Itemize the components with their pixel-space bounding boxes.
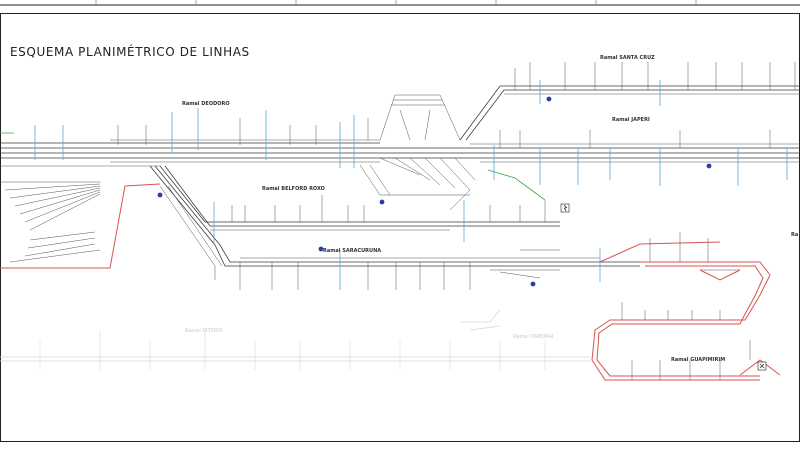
guapimirim-line — [591, 261, 781, 381]
saracuruna-south — [159, 185, 223, 280]
branch-label-belford-roxo: Ramal BELFORD ROXO — [262, 186, 325, 192]
diagram-title: ESQUEMA PLANIMÉTRICO DE LINHAS — [10, 44, 250, 59]
main-trunk — [0, 139, 380, 167]
station-markers-santa-cruz — [514, 62, 796, 106]
circle-badge-icon — [530, 281, 536, 287]
station-markers-faded — [39, 330, 546, 370]
top-border-ticks — [95, 0, 697, 5]
station-badges — [157, 96, 712, 287]
branch-label-edge: Ra — [791, 232, 798, 238]
santa-cruz-line — [459, 85, 800, 141]
circle-badge-icon — [318, 246, 324, 252]
branch-label-guapimirim: Ramal GUAPIMIRIM — [671, 357, 725, 363]
auxiliary-lines — [0, 132, 546, 201]
lightning-icon — [560, 203, 570, 213]
station-markers-belford — [213, 195, 546, 245]
branch-label-japeri: Ramal JAPERI — [612, 117, 650, 123]
inactive-branches — [0, 309, 590, 362]
circle-badge-icon — [546, 96, 552, 102]
junction-fan — [359, 94, 476, 196]
branch-label-saracuruna: Ramal SARACURUNA — [323, 248, 381, 254]
saracuruna-line — [0, 165, 721, 279]
branch-label-niteroi: Ramal NITEROI — [185, 328, 223, 334]
station-markers-upper — [34, 108, 788, 186]
station-markers-guapimirim — [621, 302, 751, 380]
drawing-frame — [0, 13, 800, 442]
signal-icon — [757, 361, 767, 371]
belford-roxo-line — [159, 165, 560, 231]
branch-label-santa-cruz: Ramal SANTA CRUZ — [600, 55, 655, 61]
circle-badge-icon — [157, 192, 163, 198]
deodoro-yard — [0, 181, 101, 263]
branch-label-itaborai: Ramal ITABORAI — [513, 334, 553, 340]
circle-badge-icon — [706, 163, 712, 169]
circle-badge-icon — [379, 199, 385, 205]
branch-label-deodoro: Ramal DEODORO — [182, 101, 230, 107]
station-markers-saracuruna — [239, 232, 709, 290]
